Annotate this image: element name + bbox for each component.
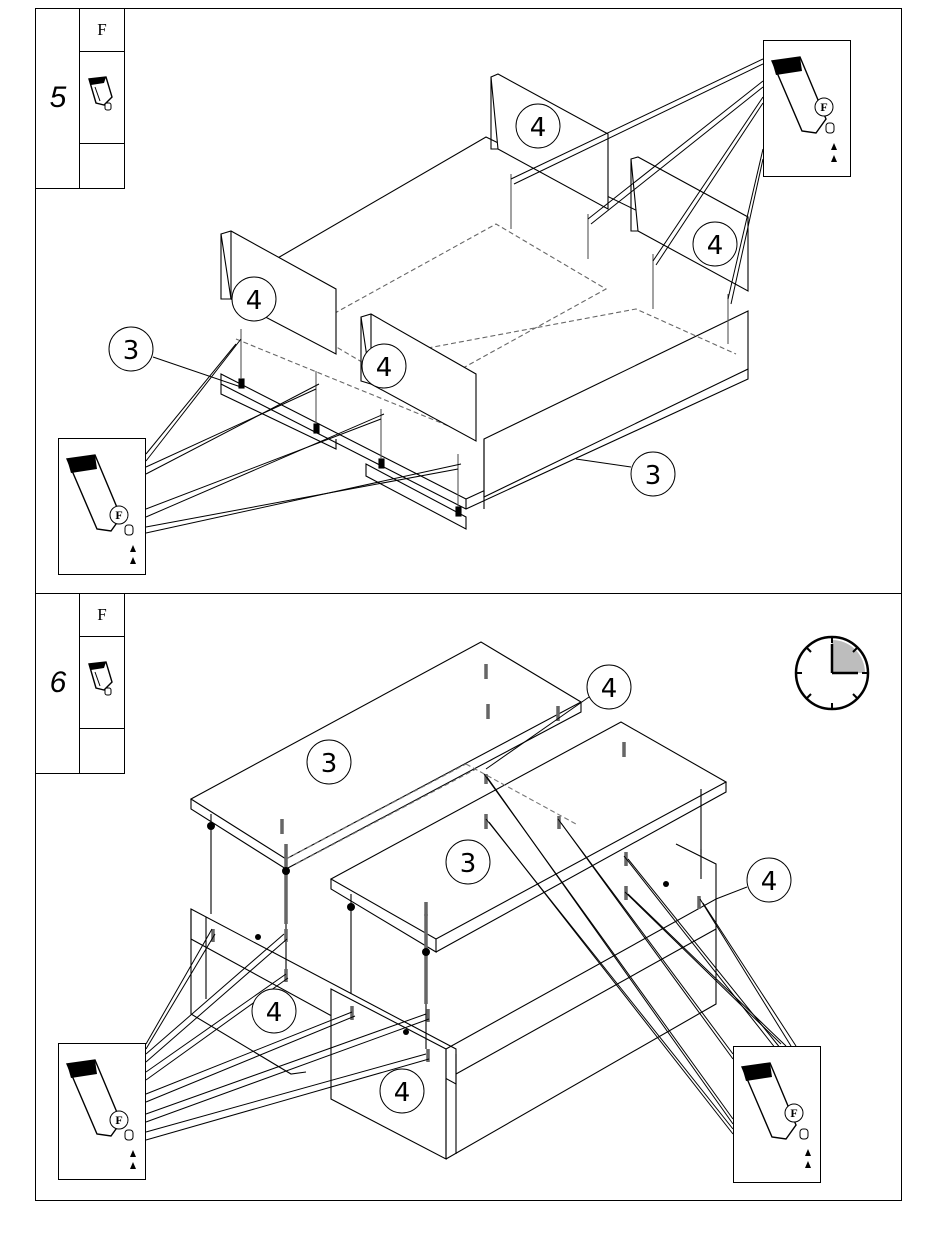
part-callout-label: 4 bbox=[707, 231, 724, 261]
step-6-panel: 6 F bbox=[35, 593, 902, 1201]
clock-icon bbox=[796, 637, 868, 709]
part-callout-label: 3 bbox=[123, 336, 140, 366]
glue-bottle-icon: F bbox=[59, 439, 147, 576]
part-callout-label: 4 bbox=[376, 353, 393, 383]
glue-bottle-icon: F bbox=[764, 41, 852, 178]
glue-bottle-icon: F bbox=[734, 1047, 822, 1184]
part-callout: 3 bbox=[446, 840, 490, 884]
part-callout: 4 bbox=[693, 222, 737, 266]
part-callout: 3 bbox=[576, 452, 675, 496]
glue-callout-left: F bbox=[58, 438, 146, 575]
glue-callout-right: F bbox=[733, 1046, 821, 1183]
part-callout-label: 4 bbox=[530, 113, 547, 143]
glue-bottle-letter: F bbox=[820, 100, 827, 114]
glue-callout-left: F bbox=[58, 1043, 146, 1180]
part-callout: 4 bbox=[516, 104, 560, 148]
part-callout: 4 bbox=[380, 1069, 424, 1113]
part-callout-label: 4 bbox=[266, 998, 283, 1028]
part-callout: 4 bbox=[232, 277, 276, 321]
part-callout: 4 bbox=[362, 344, 406, 388]
part-callout-label: 4 bbox=[394, 1078, 411, 1108]
part-callout-label: 4 bbox=[246, 286, 263, 316]
glue-callout-right: F bbox=[763, 40, 851, 177]
glue-bottle-icon: F bbox=[59, 1044, 147, 1181]
glue-bottle-letter: F bbox=[790, 1106, 797, 1120]
part-callout: 4 bbox=[716, 858, 791, 902]
part-callout: 4 bbox=[252, 989, 296, 1033]
part-callout-label: 3 bbox=[645, 461, 662, 491]
part-callout-label: 3 bbox=[321, 749, 338, 779]
glue-bottle-letter: F bbox=[115, 1113, 122, 1127]
part-callout-label: 4 bbox=[761, 867, 778, 897]
part-callout: 3 bbox=[307, 740, 351, 784]
glue-bottle-letter: F bbox=[115, 508, 122, 522]
part-callout-label: 4 bbox=[601, 674, 618, 704]
part-callout-label: 3 bbox=[460, 849, 477, 879]
step-5-panel: 5 F bbox=[35, 8, 902, 594]
